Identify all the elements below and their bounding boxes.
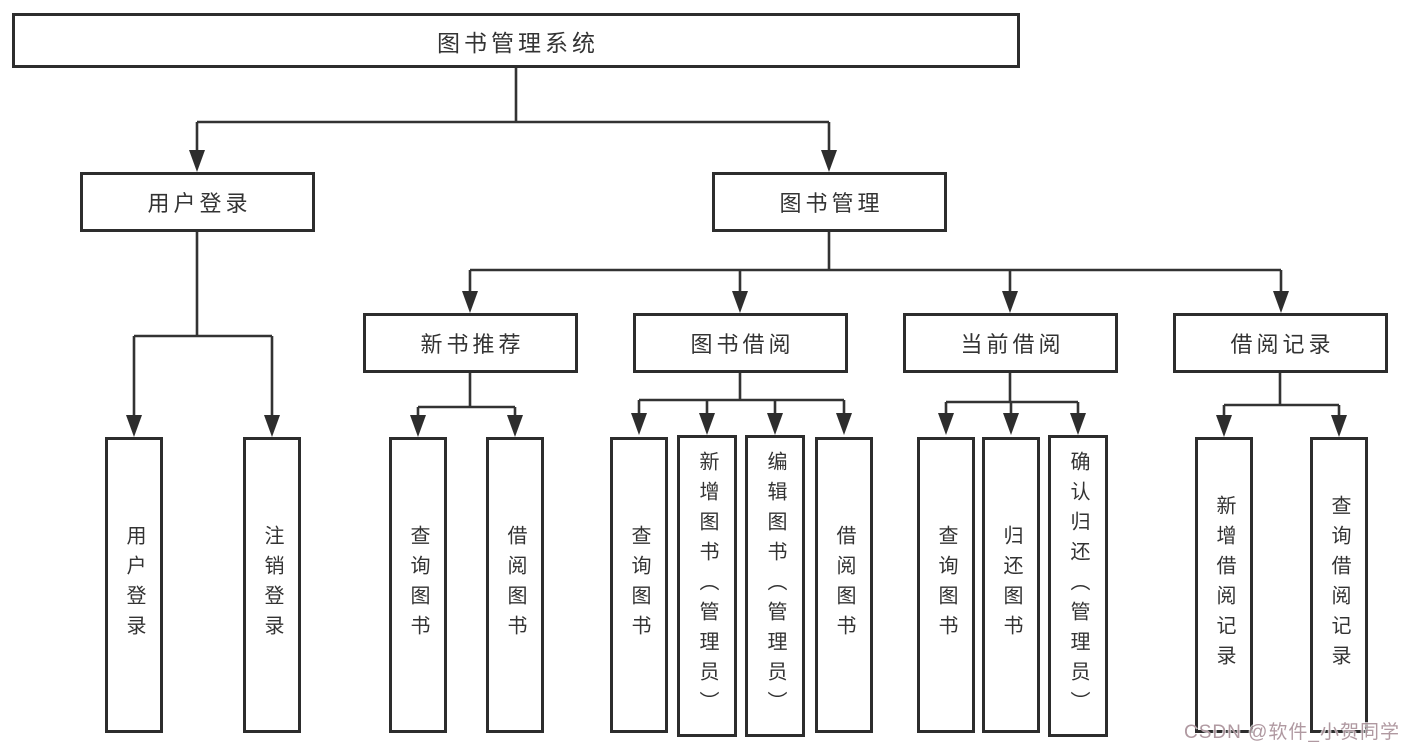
leaf-records-add-borrow-record-label: 新增借阅记录: [1213, 495, 1235, 675]
leaf-records-add-borrow-record: 新增借阅记录: [1195, 437, 1253, 733]
node-new-book-recommendation-label: 新书推荐: [420, 332, 525, 357]
arrowhead-icon: [836, 413, 852, 435]
arrowhead-icon: [1070, 413, 1086, 435]
leaf-borrowing-edit-books-admin: 编辑图书（管理员）: [745, 435, 805, 737]
leaf-recommend-borrow-books: 借阅图书: [486, 437, 544, 733]
arrowhead-icon: [1002, 291, 1018, 313]
node-borrowing-records: 借阅记录: [1173, 313, 1388, 373]
node-new-book-recommendation: 新书推荐: [363, 313, 578, 373]
leaf-recommend-borrow-books-label: 借阅图书: [504, 525, 526, 645]
arrowhead-icon: [462, 291, 478, 313]
connector-book-borrowing-to-leaves: [637, 373, 846, 415]
arrowhead-icon: [189, 150, 205, 172]
node-book-borrowing: 图书借阅: [633, 313, 848, 373]
arrowhead-icon: [732, 291, 748, 313]
leaf-borrowing-edit-books-admin-label: 编辑图书（管理员）: [764, 451, 786, 721]
arrowhead-icon: [264, 415, 280, 437]
connector-current-borrowing-to-leaves: [944, 373, 1080, 415]
arrowhead-icon: [1216, 415, 1232, 437]
node-book-management-system: 图书管理系统: [12, 13, 1020, 68]
leaf-recommend-query-books: 查询图书: [389, 437, 447, 733]
connector-new-book-recommendation-to-leaves: [416, 373, 517, 417]
node-book-management-label: 图书管理: [779, 191, 884, 216]
arrowhead-icon: [767, 413, 783, 435]
arrowheads: [126, 150, 1347, 437]
node-book-management: 图书管理: [712, 172, 947, 232]
csdn-watermark: CSDN @软件_小贺同学: [1184, 722, 1400, 743]
arrowhead-icon: [410, 415, 426, 437]
node-borrowing-records-label: 借阅记录: [1230, 332, 1335, 357]
arrowhead-icon: [821, 150, 837, 172]
connector-user-login-to-leaves: [132, 232, 274, 417]
leaf-current-confirm-return-admin-label: 确认归还（管理员）: [1067, 451, 1089, 721]
arrowhead-icon: [507, 415, 523, 437]
leaf-borrowing-borrow-books: 借阅图书: [815, 437, 873, 733]
leaf-current-confirm-return-admin: 确认归还（管理员）: [1048, 435, 1108, 737]
leaf-borrowing-query-books-label: 查询图书: [628, 525, 650, 645]
leaf-current-return-books-label: 归还图书: [1000, 525, 1022, 645]
node-user-login-label: 用户登录: [147, 191, 252, 216]
connector-root-to-level2: [195, 68, 831, 152]
leaf-current-query-books-label: 查询图书: [935, 525, 957, 645]
node-current-borrowing: 当前借阅: [903, 313, 1118, 373]
arrowhead-icon: [1003, 413, 1019, 435]
connector-borrowing-records-to-leaves: [1222, 373, 1341, 417]
arrowhead-icon: [126, 415, 142, 437]
node-book-management-system-label: 图书管理系统: [437, 29, 599, 56]
leaf-logout-label: 注销登录: [261, 525, 283, 645]
leaf-records-query-borrow-record-label: 查询借阅记录: [1328, 495, 1350, 675]
node-user-login: 用户登录: [80, 172, 315, 232]
node-book-borrowing-label: 图书借阅: [690, 332, 795, 357]
leaf-borrowing-borrow-books-label: 借阅图书: [833, 525, 855, 645]
leaf-records-query-borrow-record: 查询借阅记录: [1310, 437, 1368, 733]
leaf-logout: 注销登录: [243, 437, 301, 733]
arrowhead-icon: [938, 413, 954, 435]
arrowhead-icon: [1273, 291, 1289, 313]
leaf-current-return-books: 归还图书: [982, 437, 1040, 733]
arrowhead-icon: [699, 413, 715, 435]
leaf-current-query-books: 查询图书: [917, 437, 975, 733]
arrowhead-icon: [1331, 415, 1347, 437]
leaf-user-login: 用户登录: [105, 437, 163, 733]
leaf-user-login-label: 用户登录: [123, 525, 145, 645]
leaf-recommend-query-books-label: 查询图书: [407, 525, 429, 645]
leaf-borrowing-add-books-admin-label: 新增图书（管理员）: [696, 451, 718, 721]
arrowhead-icon: [631, 413, 647, 435]
leaf-borrowing-add-books-admin: 新增图书（管理员）: [677, 435, 737, 737]
node-current-borrowing-label: 当前借阅: [960, 332, 1065, 357]
leaf-borrowing-query-books: 查询图书: [610, 437, 668, 733]
connector-book-management-to-level3: [468, 232, 1283, 293]
